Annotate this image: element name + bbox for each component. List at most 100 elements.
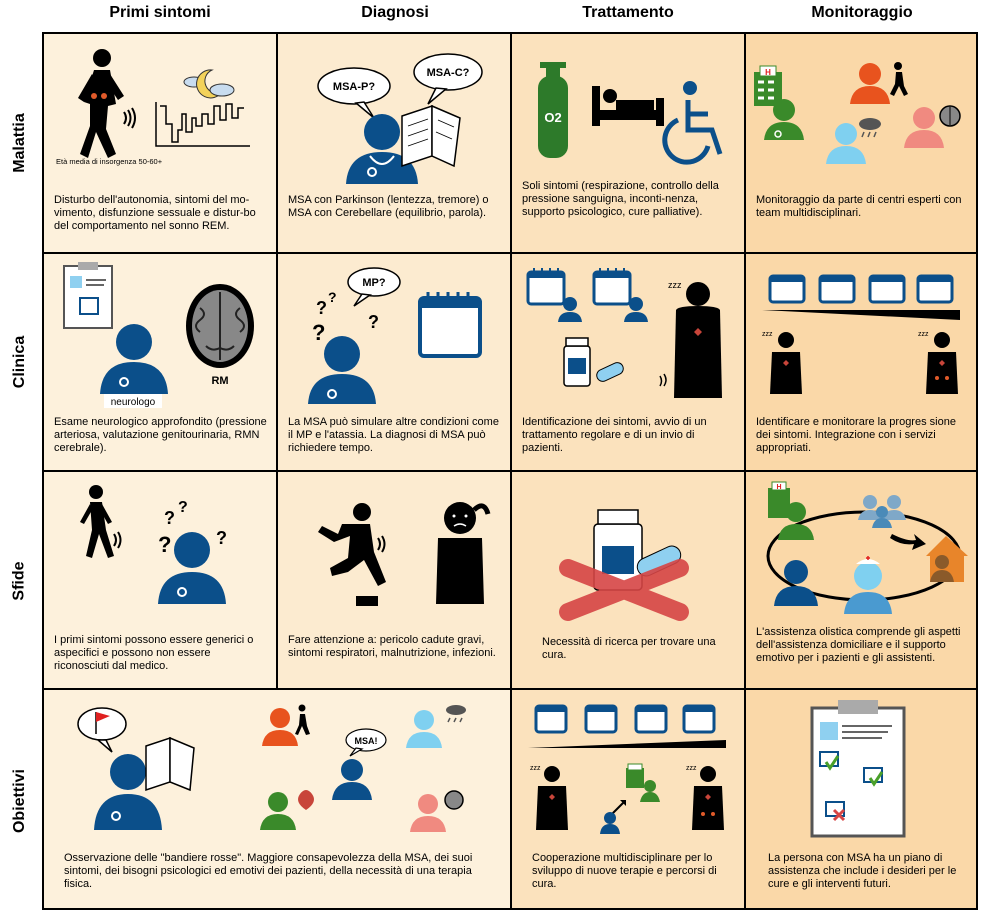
- small-doctor-icon: [600, 812, 620, 834]
- cell-text: Cooperazione multidisciplinare per lo sv…: [532, 852, 717, 891]
- open-book-icon: [145, 736, 195, 792]
- svg-text:MP?: MP?: [362, 277, 386, 289]
- svg-text:neurologo: neurologo: [111, 397, 156, 408]
- cell-clinica-diagnosi: MP? ? ? ? ? La MSA può simulare altre co…: [278, 254, 510, 470]
- cell-sfide-diagnosi: Fare attenzione a: pericolo cadute gravi…: [278, 472, 510, 688]
- light-blue-doctor-rain-icon: [406, 705, 466, 748]
- medicine-bottle-pill-icon: [563, 337, 624, 387]
- cell-text: Identificare e monitorare la progres sio…: [756, 416, 956, 455]
- patient-silhouette-icon: zzz: [918, 331, 958, 394]
- svg-text:O2: O2: [544, 110, 561, 125]
- svg-text:?: ?: [158, 532, 171, 557]
- cell-text: Osservazione delle "bandiere rosse". Mag…: [64, 852, 473, 891]
- green-doctor-heart-icon: [260, 790, 314, 830]
- infographic-grid: Età media di insorgenza 50-60+ Disturbo …: [42, 32, 978, 910]
- cell-sfide-trattamento: Necessità di ricerca per trovare una cur…: [512, 472, 744, 688]
- cell-clinica-trattamento: zzz Identificazione dei sintomi, avvio d…: [512, 254, 744, 470]
- red-flag-bubble-icon: [77, 707, 127, 753]
- cell-clinica-primi-sintomi: neurologo RM Esame neurologico approfond…: [44, 254, 276, 470]
- column-header-diagnosi: Diagnosi: [361, 4, 429, 21]
- cell-obiettivi-monitoraggio: La persona con MSA ha un piano di assist…: [746, 690, 976, 908]
- svg-text:MSA-C?: MSA-C?: [427, 67, 470, 79]
- svg-text:H: H: [776, 484, 781, 491]
- svg-text:zzz: zzz: [918, 331, 929, 338]
- cell-text: Identificazione dei sintomi, avvio di un…: [522, 416, 707, 455]
- svg-text:MSA!: MSA!: [355, 736, 378, 746]
- column-header-primi-sintomi: Primi sintomi: [109, 4, 211, 21]
- oxygen-tank-icon: O2: [538, 62, 568, 158]
- eta-media-label: Età media di insorgenza 50-60+: [56, 157, 163, 166]
- open-book-icon: [401, 104, 461, 168]
- cell-sfide-primi-sintomi: ? ? ? ? I primi sintomi possono essere g…: [44, 472, 276, 688]
- small-doctor-icon: [558, 297, 582, 322]
- wheelchair-icon: [662, 81, 723, 165]
- svg-text:?: ?: [316, 298, 327, 318]
- green-doctor-icon: [640, 780, 660, 802]
- svg-text:?: ?: [178, 499, 188, 516]
- doctor-icon: [158, 532, 226, 604]
- patient-silhouette-icon: zzz: [659, 280, 722, 398]
- hospital-bed-icon: [592, 86, 664, 126]
- cell-text: La persona con MSA ha un piano di assist…: [768, 852, 957, 891]
- walking-person-tremor-icon: [80, 485, 122, 558]
- svg-text:H: H: [765, 68, 771, 77]
- arrow-icon: [890, 534, 926, 550]
- cell-sfide-monitoraggio: H: [746, 472, 976, 688]
- hospital-building-icon: H: [754, 65, 782, 106]
- hospital-building-icon: [626, 763, 644, 788]
- cell-text: L'assistenza olistica comprende gli aspe…: [756, 626, 961, 665]
- speech-bubble-msa-p: MSA-P?: [317, 67, 391, 119]
- cell-malattia-trattamento: O2 Soli sintomi (respirazione, controllo…: [512, 34, 744, 252]
- cell-text: Disturbo dell'autonomia, sintomi del mo-…: [54, 194, 256, 233]
- column-header-monitoraggio: Monitoraggio: [811, 4, 913, 21]
- doctor-icon: [346, 114, 418, 184]
- brain-mri-icon: RM: [186, 284, 254, 387]
- calendar-icon: [592, 268, 632, 306]
- neurologo-doctor-icon: neurologo: [100, 324, 168, 408]
- arrow-icon: [611, 800, 626, 815]
- sleep-hypnogram-icon: [155, 102, 250, 147]
- pink-doctor-brain-icon: [410, 790, 464, 832]
- svg-text:zzz: zzz: [686, 765, 697, 772]
- nurse-icon: [844, 556, 892, 614]
- orange-doctor-walking-icon: [850, 62, 908, 104]
- patient-silhouette-icon: zzz: [530, 765, 568, 830]
- cell-text: Soli sintomi (respirazione, controllo de…: [522, 180, 719, 219]
- cell-text: Fare attenzione a: pericolo cadute gravi…: [288, 634, 496, 660]
- svg-text:zzz: zzz: [530, 765, 541, 772]
- falling-person-icon: [318, 503, 386, 606]
- question-marks-icon: ? ? ? ?: [312, 289, 379, 345]
- clipboard-icon: [63, 262, 113, 329]
- row-header-malattia: Malattia: [11, 113, 29, 173]
- svg-text:MSA-P?: MSA-P?: [333, 81, 375, 93]
- svg-text:?: ?: [368, 312, 379, 332]
- row-header-clinica: Clinica: [11, 335, 28, 389]
- patient-silhouette-icon: zzz: [762, 331, 802, 394]
- pink-doctor-brain-icon: [904, 105, 961, 148]
- hospital-building-icon: H: [768, 481, 790, 518]
- cell-text: Esame neurologico approfondito (pression…: [54, 416, 267, 455]
- cell-obiettivi-trattamento: zzz zzz: [512, 690, 744, 908]
- medicine-bottle-pill-icon: [593, 509, 682, 591]
- cell-text: Monitoraggio da parte di centri esperti …: [756, 194, 962, 220]
- calendar-row-icon: [534, 704, 716, 734]
- progression-wedge-icon: [762, 310, 960, 320]
- doctor-icon: [308, 336, 376, 404]
- cell-text: I primi sintomi possono essere generici …: [54, 634, 254, 673]
- calendar-row-icon: [768, 274, 954, 304]
- doctor-icon: [332, 759, 372, 800]
- calendar-icon: [526, 268, 566, 306]
- speech-bubble-mp: MP?: [347, 267, 401, 307]
- doctor-icon: [94, 754, 162, 830]
- svg-text:zzz: zzz: [762, 331, 773, 338]
- cell-obiettivi-primi-diagnosi: MSA! Osservazione de: [44, 690, 510, 908]
- row-header-sfide: Sfide: [11, 561, 28, 601]
- cell-malattia-monitoraggio: H: [746, 34, 976, 252]
- speech-bubble-msa-excl: MSA!: [345, 728, 387, 757]
- green-doctor-icon: [764, 99, 804, 140]
- patient-silhouette-icon: zzz: [686, 765, 724, 830]
- moon-clouds-icon: [183, 69, 235, 99]
- cell-malattia-primi-sintomi: Età media di insorgenza 50-60+ Disturbo …: [44, 34, 276, 252]
- green-doctor-icon: [778, 502, 814, 540]
- svg-text:RM: RM: [211, 375, 228, 387]
